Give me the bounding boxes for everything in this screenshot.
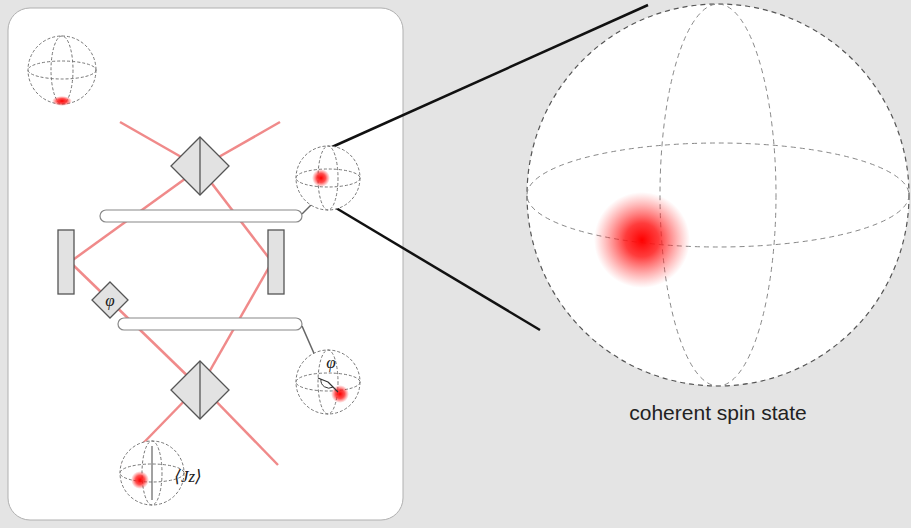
spin-state-dot — [52, 96, 349, 489]
bloch-sphere — [28, 36, 360, 505]
jz-axis — [152, 446, 153, 500]
expectation-label: ⟨Jz⟩ — [174, 468, 201, 485]
laser-beam — [70, 122, 280, 465]
zoom-line — [336, 208, 540, 330]
atom-cloud — [118, 318, 302, 330]
caption-label: coherent spin state — [629, 402, 806, 423]
phase-label: φ — [105, 292, 114, 309]
bloch-sphere-large — [527, 4, 909, 386]
phase-shifter — [92, 282, 128, 318]
panel — [8, 8, 403, 520]
phase-label: φ — [326, 354, 335, 371]
mirror — [268, 230, 284, 294]
atom-cloud — [100, 210, 302, 222]
angle-mark — [321, 379, 333, 388]
angle-mark — [318, 378, 338, 392]
mirror — [58, 230, 74, 294]
beam-splitter — [171, 137, 229, 419]
